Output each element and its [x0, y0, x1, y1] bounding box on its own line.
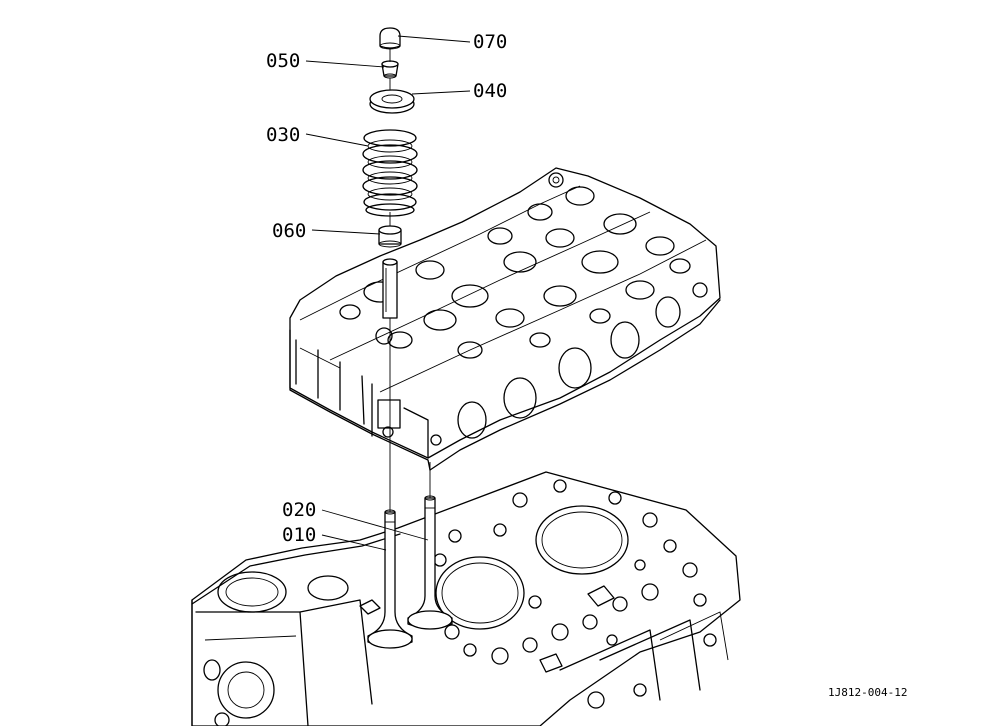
cylinder-block — [191, 471, 741, 726]
label-030: 030 — [266, 124, 300, 146]
label-060: 060 — [272, 220, 306, 242]
drawing-reference: 1J812-004-12 — [828, 686, 907, 699]
leader-030 — [305, 133, 369, 147]
label-040: 040 — [473, 80, 507, 102]
label-020: 020 — [282, 499, 316, 521]
label-050: 050 — [266, 50, 300, 72]
valve-spring-030 — [362, 129, 418, 217]
valve-cap-070 — [379, 27, 401, 50]
valve-020 — [407, 495, 453, 630]
valve-010 — [367, 509, 413, 649]
label-010: 010 — [282, 524, 316, 546]
valve-collet-050 — [381, 60, 399, 79]
label-070: 070 — [473, 31, 507, 53]
leader-010 — [321, 534, 387, 551]
spring-retainer-040 — [369, 89, 415, 114]
stem-seal-060 — [378, 225, 402, 248]
leader-040 — [411, 90, 471, 95]
leader-050 — [305, 60, 385, 68]
leader-060 — [311, 229, 381, 235]
leader-020 — [321, 509, 429, 541]
leader-070 — [397, 35, 471, 43]
cylinder-head — [289, 167, 721, 471]
